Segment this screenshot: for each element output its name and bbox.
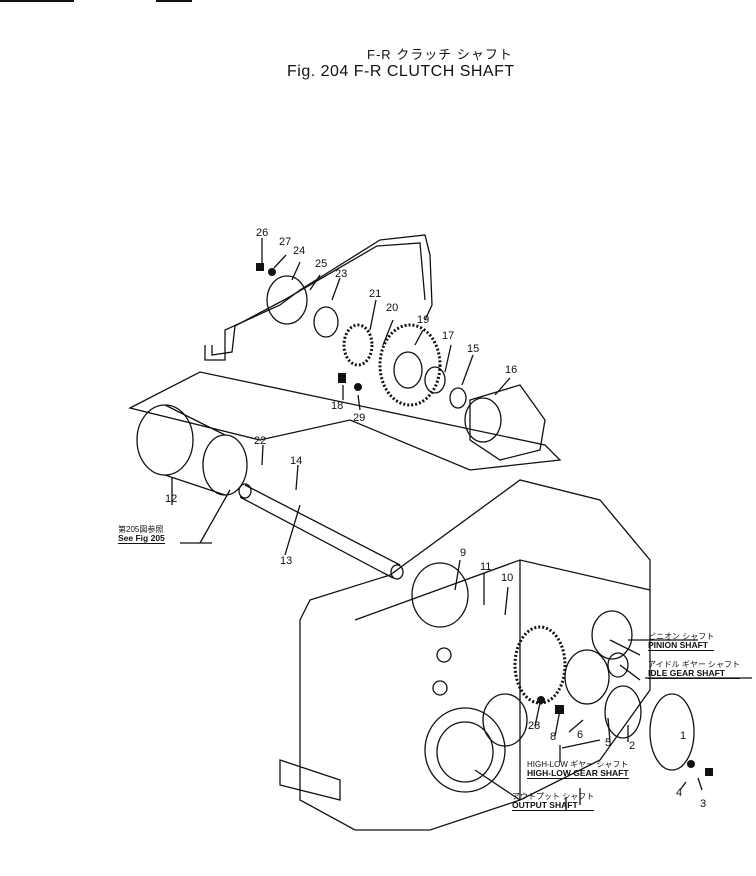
- callout-23: 23: [335, 268, 348, 280]
- callout-15: 15: [467, 343, 480, 355]
- high-low-gear-shaft-english: HIGH-LOW GEAR SHAFT: [527, 768, 629, 779]
- figure-title: Fig. 204 F-R CLUTCH SHAFT: [287, 63, 515, 80]
- callout-29: 29: [353, 412, 366, 424]
- idle-gear-shaft-japanese: アイドル ギヤー シャフト: [648, 660, 741, 669]
- pinion-shaft-english: PINION SHAFT: [648, 641, 715, 651]
- callout-25: 25: [315, 258, 328, 270]
- callout-26: 26: [256, 227, 269, 239]
- idle-gear-shaft-label: アイドル ギヤー シャフト IDLE GEAR SHAFT: [648, 660, 741, 679]
- callout-11: 11: [480, 561, 492, 573]
- see-fig-205-label: 第205図参照 See Fig 205: [118, 525, 165, 544]
- callout-4: 4: [676, 787, 683, 799]
- callout-14: 14: [290, 455, 303, 467]
- see-fig-english: See Fig 205: [118, 533, 165, 544]
- callout-21: 21: [369, 288, 382, 300]
- callout-17: 17: [442, 330, 455, 342]
- callout-22: 22: [254, 435, 267, 447]
- high-low-gear-shaft-label: HIGH-LOW ギヤー シャフト HIGH-LOW GEAR SHAFT: [527, 760, 629, 779]
- callout-10: 10: [501, 572, 514, 584]
- callout-6: 6: [577, 729, 584, 741]
- callout-20: 20: [386, 302, 399, 314]
- callout-8: 8: [550, 731, 557, 743]
- callout-18: 18: [331, 400, 344, 412]
- callout-1: 1: [680, 730, 687, 742]
- callout-28: 28: [528, 720, 541, 732]
- idle-gear-shaft-english: IDLE GEAR SHAFT: [648, 669, 741, 679]
- callout-13: 13: [280, 555, 293, 567]
- callout-24: 24: [293, 245, 306, 257]
- pinion-shaft-label: ピニオン シャフト PINION SHAFT: [648, 632, 715, 651]
- see-fig-japanese: 第205図参照: [118, 525, 164, 534]
- output-shaft-english: OUTPUT SHAFT: [512, 801, 595, 811]
- callout-27: 27: [279, 236, 292, 248]
- high-low-gear-shaft-japanese: HIGH-LOW ギヤー シャフト: [527, 760, 629, 769]
- callout-19: 19: [417, 314, 430, 326]
- callout-9: 9: [460, 547, 467, 559]
- scan-mark-left: [0, 0, 74, 2]
- figure-title-japanese: F-R クラッチ シャフト: [367, 47, 513, 62]
- callout-5: 5: [605, 737, 612, 749]
- callout-2: 2: [629, 740, 636, 752]
- output-shaft-label: アウトプット シャフト OUTPUT SHAFT: [512, 792, 595, 811]
- pinion-shaft-japanese: ピニオン シャフト: [648, 632, 715, 641]
- output-shaft-japanese: アウトプット シャフト: [512, 792, 595, 801]
- callout-3: 3: [700, 798, 707, 810]
- scan-mark-mid: [156, 0, 192, 2]
- callout-12: 12: [165, 493, 178, 505]
- callout-16: 16: [505, 364, 518, 376]
